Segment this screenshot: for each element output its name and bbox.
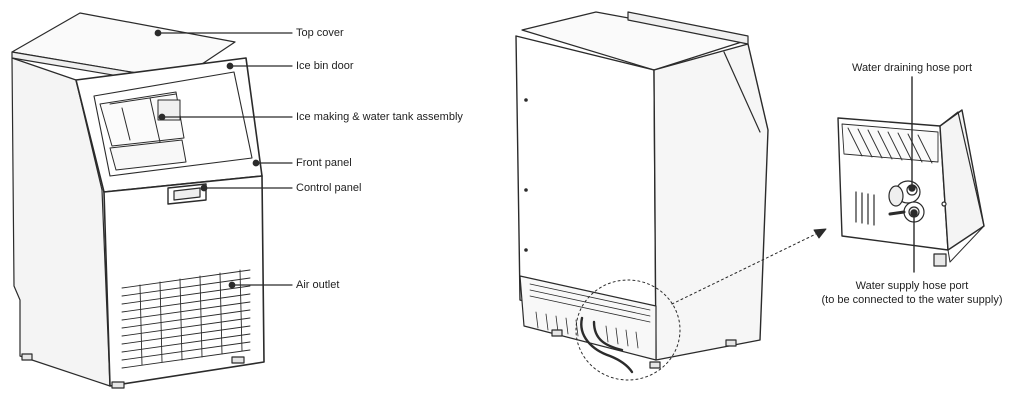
label-top-cover: Top cover <box>296 27 344 39</box>
ice-maker-rear-view <box>515 11 769 381</box>
label-ice-bin-door: Ice bin door <box>296 60 354 72</box>
ice-maker-front-view <box>11 12 265 389</box>
zoom-highlight-circle <box>575 279 681 381</box>
left-callout-leaders <box>154 29 293 289</box>
label-ice-making-assembly: Ice making & water tank assembly <box>296 111 463 123</box>
zoom-arrow <box>671 228 827 305</box>
label-water-supply-port: Water supply hose port <box>855 280 969 292</box>
front-panel <box>103 175 265 387</box>
label-water-supply-note: (to be connected to the water supply) <box>821 294 1003 306</box>
air-outlet-grille <box>121 269 251 369</box>
label-control-panel: Control panel <box>296 182 362 194</box>
label-air-outlet: Air outlet <box>296 279 340 291</box>
label-water-draining-port: Water draining hose port <box>851 62 973 74</box>
label-front-panel: Front panel <box>296 157 352 169</box>
control-panel-unit <box>167 183 207 205</box>
ice-tank-assembly <box>99 91 187 171</box>
right-callout-leaders <box>908 76 918 273</box>
